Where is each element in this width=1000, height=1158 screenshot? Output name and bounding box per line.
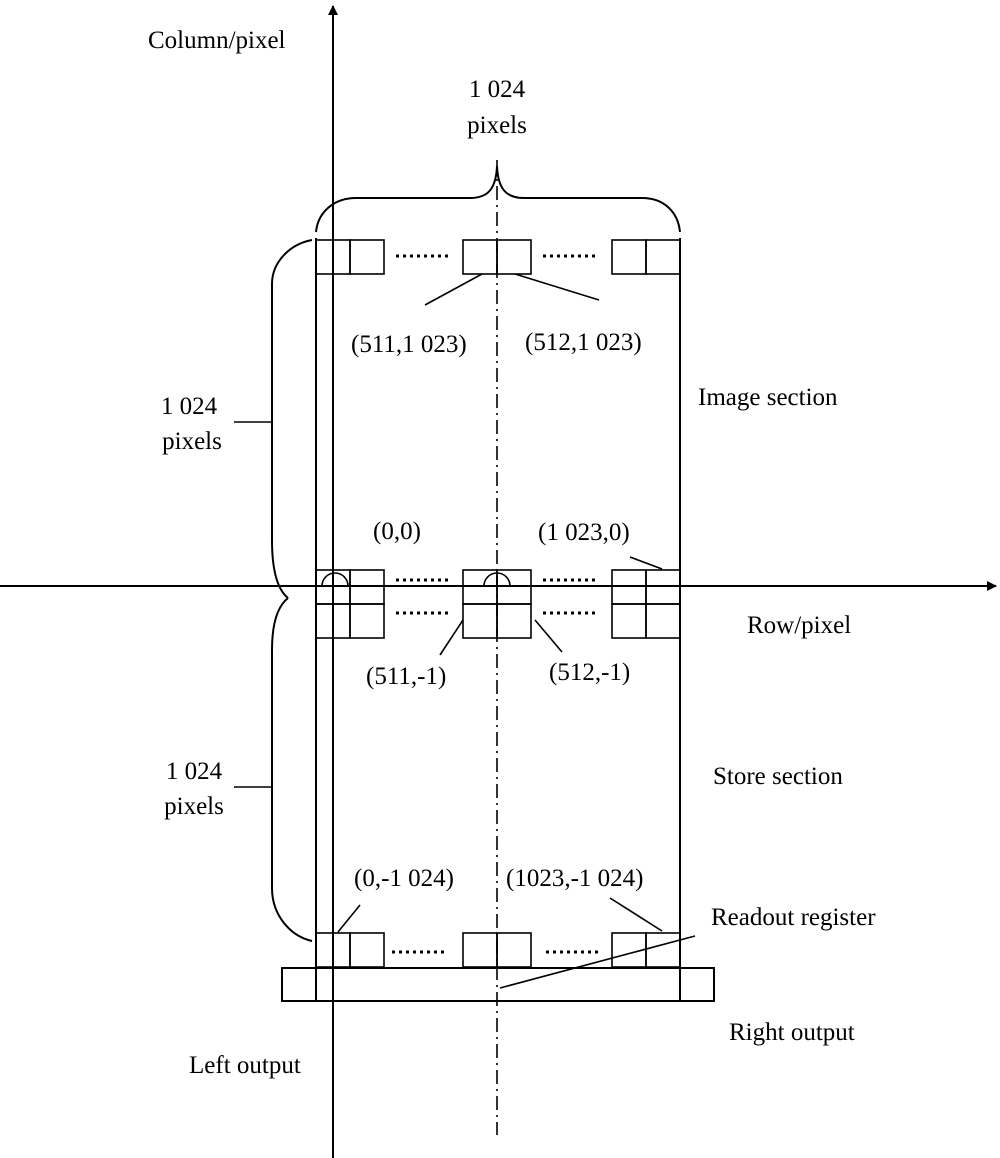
right-output-label: Right output [729, 1019, 855, 1046]
coord-origin: (0,0) [373, 518, 421, 545]
column-axis-label: Column/pixel [148, 27, 286, 54]
readout-register-label: Readout register [711, 904, 876, 931]
readout-register [281, 967, 715, 1002]
coord-mid-center-right: (512,-1) [549, 659, 630, 686]
store-height-label-line2: pixels [164, 793, 224, 820]
middle-pixel-rows [315, 569, 681, 639]
top-width-label-line2: pixels [467, 112, 527, 139]
coord-bottom-left: (0,-1 024) [354, 865, 454, 892]
coord-mid-right: (1 023,0) [538, 519, 630, 546]
top-width-label-line1: 1 024 [469, 76, 526, 103]
coord-top-center-right: (512,1 023) [525, 329, 642, 356]
store-section-label: Store section [713, 763, 843, 790]
store-height-brace [271, 597, 313, 942]
store-height-label-line1: 1 024 [166, 758, 223, 785]
image-height-label-line2: pixels [162, 428, 222, 455]
top-pixel-row [315, 239, 681, 275]
coord-top-center-left: (511,1 023) [351, 331, 467, 358]
coord-bottom-right: (1023,-1 024) [506, 865, 643, 892]
bottom-pixel-row [315, 932, 681, 968]
image-height-brace [271, 239, 313, 599]
left-output-label: Left output [189, 1052, 301, 1079]
coord-mid-center-left: (511,-1) [366, 663, 446, 690]
row-axis-label: Row/pixel [747, 612, 851, 639]
image-section-label: Image section [698, 384, 838, 411]
top-width-brace [315, 165, 681, 233]
image-height-label-line1: 1 024 [161, 393, 218, 420]
